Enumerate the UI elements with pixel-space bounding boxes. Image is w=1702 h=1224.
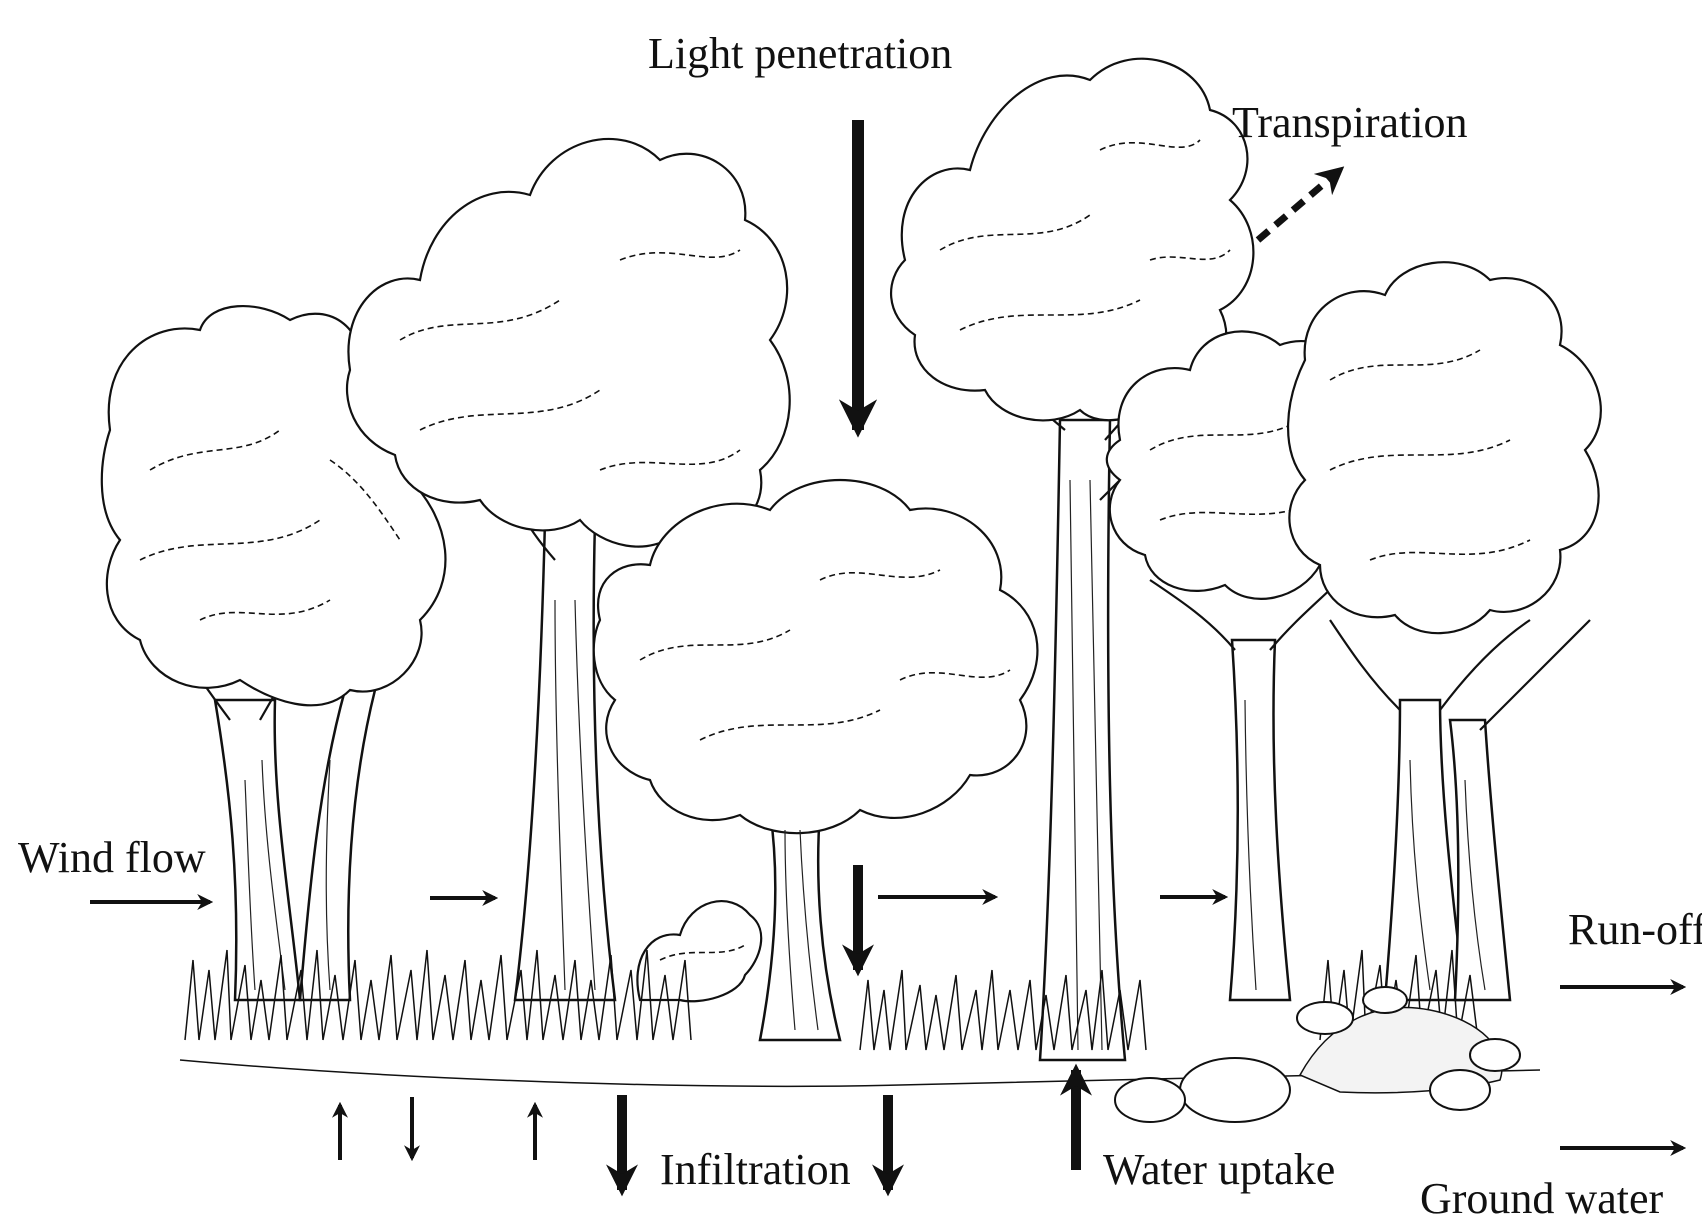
light-penetration-label: Light penetration [648,29,952,78]
infiltration-label: Infiltration [660,1145,851,1194]
forest-trees [102,59,1601,1060]
transpiration-arrow [1258,170,1340,240]
transpiration-label: Transpiration [1232,98,1468,147]
tree-far-right [1288,262,1601,1000]
ground-water-label: Ground water [1420,1174,1663,1223]
water-uptake-label: Water uptake [1103,1145,1335,1194]
run-off-label: Run-off [1568,905,1702,954]
wind-flow-label: Wind flow [18,833,206,882]
forest-floor [180,950,1540,1122]
shrub [637,901,761,1001]
